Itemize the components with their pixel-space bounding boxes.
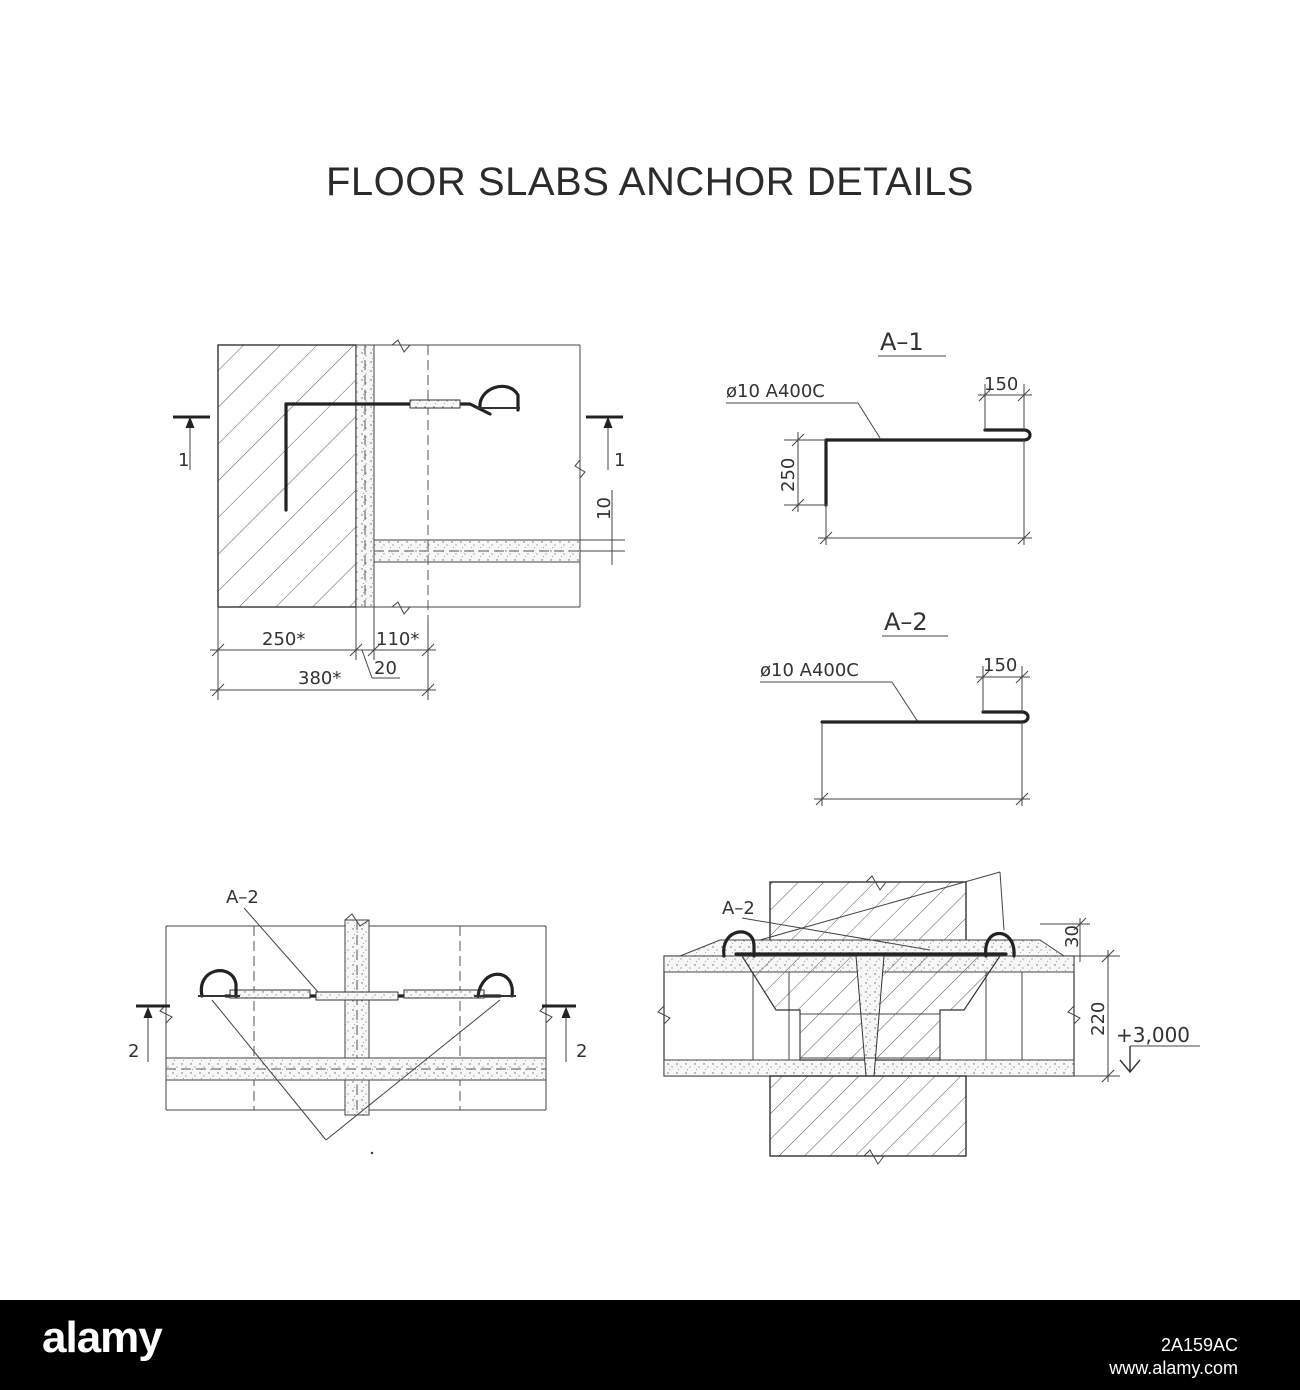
drawing-title: FLOOR SLABS ANCHOR DETAILS [326, 160, 974, 204]
dim-20: 20 [374, 658, 397, 679]
section-mark-2-right: 2 [576, 1041, 587, 1062]
screed [679, 939, 1066, 957]
dim-380: 380* [298, 668, 341, 689]
dim-30: 30 [1062, 925, 1083, 948]
anchor-a1-dim-150: 150 [984, 374, 1018, 395]
footer-url: www.alamy.com [1109, 1358, 1238, 1378]
footer-bar [0, 1300, 1300, 1390]
detail-plan-joint: A–2 2 2 [128, 887, 587, 1155]
detail-joint-section: A–2 30 220 +3,000 [657, 871, 1200, 1165]
alamy-logo: alamy [42, 1313, 163, 1362]
upper-wall [769, 881, 967, 949]
section-mark-2-left: 2 [128, 1041, 139, 1062]
stock-id: 2A159AC [1160, 1335, 1238, 1355]
dim-220: 220 [1088, 1002, 1109, 1036]
anchor-a2-dim-150: 150 [983, 655, 1017, 676]
section-mark-1-left: 1 [178, 450, 189, 471]
anchor-a1-dim-250: 250 [778, 458, 799, 492]
technical-drawing: 1 1 250* 110* 20 380* 10 A–1 ø10 A400C [128, 328, 1200, 1165]
anchor-a2-title: A–2 [884, 608, 928, 636]
dim-10: 10 [594, 497, 615, 520]
section-callout-a2: A–2 [722, 898, 755, 919]
detail-wall-section: 1 1 250* 110* 20 380* 10 [173, 339, 625, 700]
anchor-a1-shape [824, 438, 1026, 507]
lifting-loop [478, 384, 520, 412]
level-mark: +3,000 [1116, 1023, 1190, 1047]
anchor-a2-spec: ø10 A400C [760, 660, 859, 681]
dim-110: 110* [376, 629, 419, 650]
lower-wall [769, 1075, 967, 1157]
anchor-a1-spec: ø10 A400C [726, 381, 825, 402]
anchor-a1-title: A–1 [880, 328, 924, 356]
section-mark-1-right: 1 [614, 450, 625, 471]
anchor-a2-detail: A–2 ø10 A400C 150 [760, 608, 1030, 806]
plan-callout-a2: A–2 [226, 887, 259, 908]
dim-250-wall: 250* [262, 629, 305, 650]
anchor-a1-detail: A–1 ø10 A400C 250 150 [726, 328, 1032, 545]
